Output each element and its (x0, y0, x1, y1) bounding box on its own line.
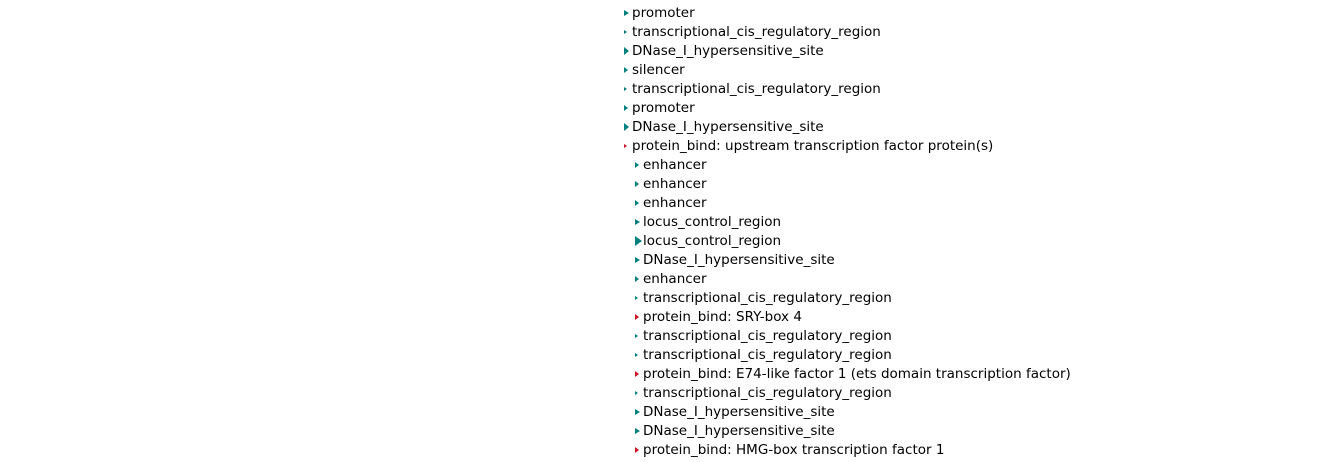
feature-icon-box (635, 256, 643, 263)
feature-icon-box (635, 333, 643, 338)
feature-label: enhancer (643, 175, 707, 192)
feature-label: enhancer (643, 270, 707, 287)
feature-icon-box (635, 408, 643, 415)
feature-row[interactable]: transcriptional_cis_regulatory_region (0, 326, 1071, 345)
feature-row[interactable]: promoter (0, 98, 1071, 117)
feature-triangle-icon (635, 235, 642, 246)
feature-label: transcriptional_cis_regulatory_region (643, 327, 892, 344)
feature-row[interactable]: transcriptional_cis_regulatory_region (0, 79, 1071, 98)
feature-triangle-icon (635, 333, 638, 338)
feature-row[interactable]: protein_bind: SRY-box 4 (0, 307, 1071, 326)
feature-label: enhancer (643, 194, 707, 211)
feature-icon-box (624, 46, 632, 55)
feature-triangle-icon (624, 66, 628, 73)
feature-label: protein_bind: SRY-box 4 (643, 308, 802, 325)
feature-row[interactable]: protein_bind: upstream transcription fac… (0, 136, 1071, 155)
feature-triangle-icon (635, 408, 640, 415)
feature-row[interactable]: enhancer (0, 193, 1071, 212)
protein-bind-triangle-icon (624, 143, 627, 148)
feature-row[interactable]: enhancer (0, 174, 1071, 193)
feature-row[interactable]: DNase_I_hypersensitive_site (0, 41, 1071, 60)
feature-icon-box (624, 9, 632, 16)
feature-icon-box (635, 352, 643, 357)
feature-icon-box (624, 143, 632, 148)
feature-icon-box (635, 235, 643, 246)
feature-triangle-icon (624, 122, 629, 131)
feature-triangle-icon (635, 218, 640, 225)
feature-icon-box (635, 275, 643, 282)
feature-icon-box (635, 199, 643, 206)
protein-bind-triangle-icon (635, 313, 639, 320)
feature-row[interactable]: transcriptional_cis_regulatory_region (0, 288, 1071, 307)
feature-row[interactable]: transcriptional_cis_regulatory_region (0, 345, 1071, 364)
feature-row[interactable]: DNase_I_hypersensitive_site (0, 117, 1071, 136)
feature-icon-box (635, 427, 643, 434)
feature-icon-box (624, 66, 632, 73)
feature-row[interactable]: DNase_I_hypersensitive_site (0, 402, 1071, 421)
feature-triangle-icon (624, 104, 628, 111)
feature-label: promoter (632, 4, 695, 21)
feature-label: transcriptional_cis_regulatory_region (632, 80, 881, 97)
feature-icon-box (635, 161, 643, 168)
feature-icon-box (624, 86, 632, 91)
feature-icon-box (624, 104, 632, 111)
feature-triangle-icon (635, 180, 639, 187)
feature-label: transcriptional_cis_regulatory_region (643, 289, 892, 306)
feature-label: transcriptional_cis_regulatory_region (643, 346, 892, 363)
feature-triangle-icon (635, 161, 639, 168)
feature-label: DNase_I_hypersensitive_site (632, 118, 824, 135)
feature-triangle-icon (635, 256, 640, 263)
protein-bind-triangle-icon (635, 446, 639, 453)
feature-icon-box (624, 29, 632, 34)
feature-label: silencer (632, 61, 685, 78)
feature-icon-box (635, 313, 643, 320)
feature-label: protein_bind: E74-like factor 1 (ets dom… (643, 365, 1071, 382)
feature-row[interactable]: DNase_I_hypersensitive_site (0, 250, 1071, 269)
feature-icon-box (635, 180, 643, 187)
feature-icon-box (635, 446, 643, 453)
feature-row[interactable]: promoter (0, 3, 1071, 22)
feature-triangle-icon (624, 29, 627, 34)
feature-row[interactable]: silencer (0, 60, 1071, 79)
feature-icon-box (635, 390, 643, 395)
feature-label: DNase_I_hypersensitive_site (643, 251, 835, 268)
feature-label: enhancer (643, 156, 707, 173)
feature-label: promoter (632, 99, 695, 116)
feature-label: transcriptional_cis_regulatory_region (643, 384, 892, 401)
feature-icon-box (635, 295, 643, 300)
feature-row[interactable]: enhancer (0, 269, 1071, 288)
feature-list: promoter transcriptional_cis_regulatory_r… (0, 3, 1071, 459)
feature-triangle-icon (624, 86, 627, 91)
feature-icon-box (624, 122, 632, 131)
protein-bind-triangle-icon (635, 370, 639, 377)
feature-row[interactable]: locus_control_region (0, 231, 1071, 250)
feature-row[interactable]: DNase_I_hypersensitive_site (0, 421, 1071, 440)
feature-row[interactable]: enhancer (0, 155, 1071, 174)
feature-triangle-icon (635, 427, 640, 434)
feature-icon-box (635, 370, 643, 377)
feature-row[interactable]: protein_bind: HMG-box transcription fact… (0, 440, 1071, 459)
feature-triangle-icon (624, 9, 629, 16)
feature-triangle-icon (635, 390, 638, 395)
feature-label: protein_bind: HMG-box transcription fact… (643, 441, 945, 458)
feature-row[interactable]: transcriptional_cis_regulatory_region (0, 22, 1071, 41)
feature-label: protein_bind: upstream transcription fac… (632, 137, 994, 154)
feature-label: transcriptional_cis_regulatory_region (632, 23, 881, 40)
feature-triangle-icon (624, 46, 629, 55)
feature-triangle-icon (635, 352, 638, 357)
feature-triangle-icon (635, 199, 639, 206)
feature-label: DNase_I_hypersensitive_site (632, 42, 824, 59)
feature-icon-box (635, 218, 643, 225)
feature-triangle-icon (635, 295, 638, 300)
feature-triangle-icon (635, 275, 639, 282)
feature-label: locus_control_region (643, 213, 782, 230)
feature-row[interactable]: transcriptional_cis_regulatory_region (0, 383, 1071, 402)
feature-row[interactable]: protein_bind: E74-like factor 1 (ets dom… (0, 364, 1071, 383)
feature-row[interactable]: locus_control_region (0, 212, 1071, 231)
feature-label: DNase_I_hypersensitive_site (643, 422, 835, 439)
feature-label: DNase_I_hypersensitive_site (643, 403, 835, 420)
feature-label: locus_control_region (643, 232, 782, 249)
